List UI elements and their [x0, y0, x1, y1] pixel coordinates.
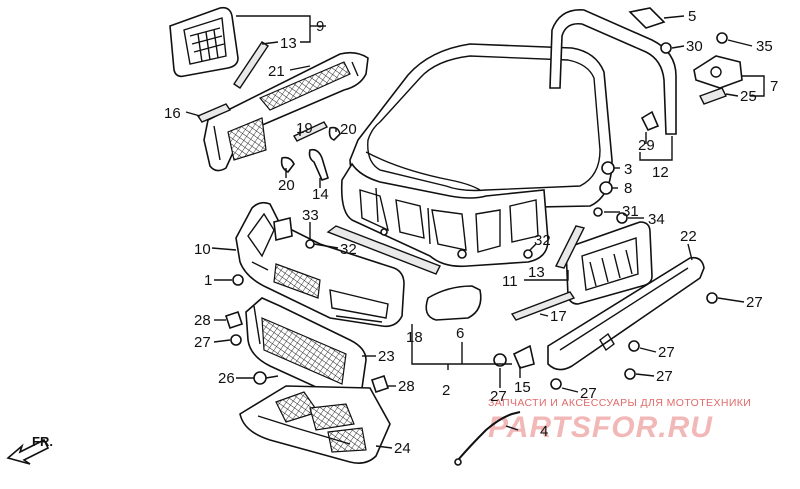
callout-27-right: 27 [746, 294, 763, 311]
callout-10: 10 [194, 241, 211, 258]
undertray-24 [239, 385, 391, 464]
screw-27-lower [624, 368, 636, 380]
callout-26: 26 [218, 370, 235, 387]
callout-15: 15 [514, 379, 531, 396]
nut-8 [599, 181, 613, 195]
callout-13-top: 13 [280, 35, 297, 52]
callout-27-mid: 27 [658, 344, 675, 361]
callout-25: 25 [740, 88, 757, 105]
screw-27-center [493, 353, 507, 367]
callout-31: 31 [622, 203, 639, 220]
panel-9 [169, 6, 239, 78]
callout-6: 6 [456, 325, 464, 342]
callout-22: 22 [680, 228, 697, 245]
lower-grille-23 [245, 297, 367, 400]
callout-17: 17 [550, 308, 567, 325]
watermark-caption: ЗАПЧАСТИ И АКСЕССУАРЫ ДЛЯ МОТОТЕХНИКИ [488, 397, 751, 409]
callout-12: 12 [652, 164, 669, 181]
callout-23: 23 [378, 348, 395, 365]
nut-30 [660, 42, 672, 54]
rod-19 [293, 121, 328, 142]
front-label: FR. [32, 434, 53, 449]
screw-27-mid [628, 340, 640, 352]
nut-31 [593, 207, 603, 217]
watermark: PARTSFOR.RU ЗАПЧАСТИ И АКСЕССУАРЫ ДЛЯ МО… [488, 397, 751, 444]
clip-20-left [280, 156, 295, 174]
callout-20-left: 20 [278, 177, 295, 194]
callout-21: 21 [268, 63, 285, 80]
leader-lines [185, 15, 765, 449]
front-arrow-icon: FR. [6, 434, 53, 465]
clip-28-lower [370, 374, 390, 394]
screw-27-left [230, 334, 242, 346]
callout-7: 7 [770, 78, 778, 95]
callout-27-left: 27 [194, 334, 211, 351]
callout-32-right: 32 [534, 232, 551, 249]
callout-16: 16 [164, 105, 181, 122]
callout-8: 8 [624, 180, 632, 197]
screw-32-center [523, 249, 533, 259]
callout-1: 1 [204, 272, 212, 289]
strip-16 [196, 103, 232, 123]
callout-19: 19 [296, 120, 313, 137]
watermark-logo: PARTSFOR.RU [488, 411, 713, 444]
strip-13-right [554, 225, 586, 269]
callout-3: 3 [624, 161, 632, 178]
bolt-35 [716, 32, 728, 44]
callout-20-right: 20 [340, 121, 357, 138]
strip-13-top [233, 41, 269, 89]
callout-24: 24 [394, 440, 411, 457]
callout-27-lower: 27 [656, 368, 673, 385]
side-rail-22 [547, 256, 705, 371]
callout-28-upper: 28 [194, 312, 211, 329]
callout-27-center: 27 [490, 388, 507, 405]
callout-34: 34 [648, 211, 665, 228]
bolt-33 [273, 217, 315, 249]
clip-29 [640, 110, 660, 132]
callout-14: 14 [312, 186, 329, 203]
screw-1 [232, 274, 244, 286]
clip-15 [512, 344, 535, 369]
cover-6 [425, 285, 482, 321]
clip-20-right [328, 126, 341, 141]
callout-4: 4 [540, 423, 548, 440]
top-case-body [340, 43, 613, 268]
spring-25 [699, 87, 727, 105]
nut-3 [601, 161, 615, 175]
screw-27-bottom [550, 378, 562, 390]
nut-34 [616, 212, 628, 224]
callout-28-lower: 28 [398, 378, 415, 395]
callout-13-right: 13 [528, 264, 545, 281]
cable-4 [457, 411, 521, 461]
callout-27-bottom: 27 [580, 385, 597, 402]
handle-rail-12 [549, 9, 677, 135]
grille-21 [203, 51, 369, 172]
callout-labels: 9 13 21 16 19 20 20 14 33 32 10 1 28 27 … [164, 8, 778, 457]
callout-32-left: 32 [340, 241, 357, 258]
trim-strip-18 [326, 225, 441, 275]
callout-35: 35 [756, 38, 773, 55]
callout-2: 2 [442, 382, 450, 399]
callout-11: 11 [502, 273, 518, 290]
callout-9: 9 [316, 18, 324, 35]
callout-33: 33 [302, 207, 319, 224]
callout-5: 5 [688, 8, 696, 25]
clip-28-upper [224, 310, 244, 330]
strip-17 [510, 291, 576, 321]
bracket-5 [628, 7, 666, 29]
callout-30: 30 [686, 38, 703, 55]
bolt-26 [253, 371, 279, 385]
screw-27-right-top [706, 292, 718, 304]
callout-18: 18 [406, 329, 423, 346]
callout-29: 29 [638, 137, 655, 154]
mount-7 [693, 55, 743, 89]
cable-end-4 [454, 458, 462, 466]
bracket-14 [308, 148, 329, 181]
